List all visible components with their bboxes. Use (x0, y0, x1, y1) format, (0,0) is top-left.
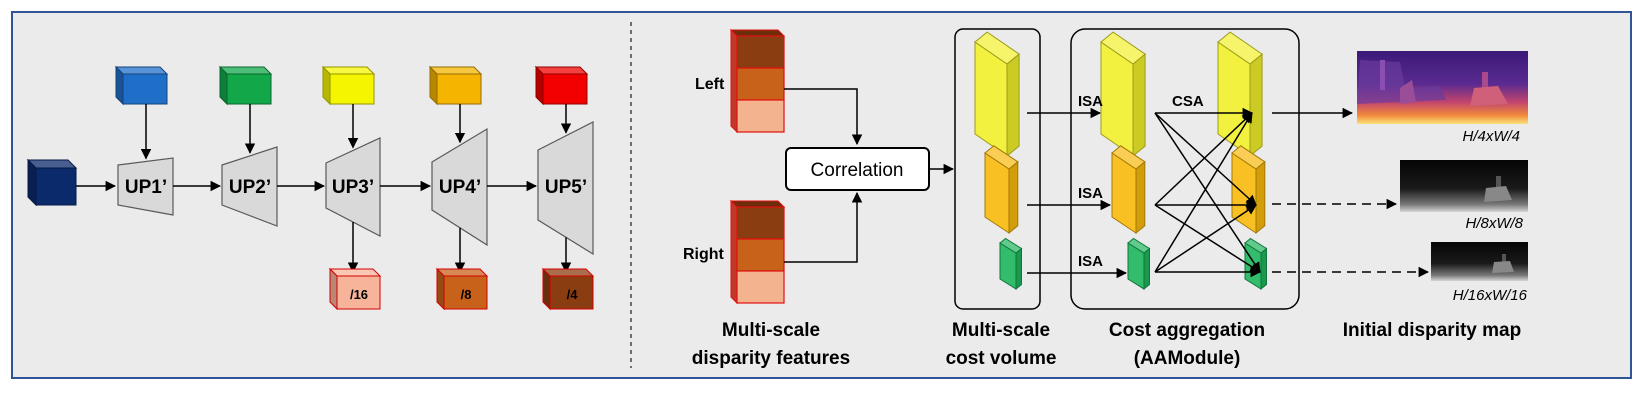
volume-yellow-slab (974, 31, 1020, 158)
skip-feature-cube-1 (114, 65, 169, 106)
left-feature-level-3 (736, 99, 785, 133)
upsample-label-3: UP3’ (332, 177, 374, 198)
right-feature-level-2 (736, 238, 785, 272)
disparity-map-small (1431, 242, 1528, 281)
isa-orange-slab (1111, 145, 1146, 235)
aggregation-box (1070, 28, 1300, 310)
upsample-label-2: UP2’ (229, 177, 271, 198)
cross-arrow-1-2 (1154, 112, 1257, 206)
left-label: Left (695, 76, 725, 93)
cross-scale-arrows (1154, 107, 1262, 278)
cost-volume-caption-line2: cost volume (946, 348, 1057, 369)
right-feature-level-1 (736, 206, 785, 240)
aggregation-caption-line2: (AAModule) (1134, 348, 1241, 369)
isa-green-slab (1127, 237, 1151, 291)
csa-orange (1231, 145, 1266, 235)
cost-volume-yellow (974, 31, 1020, 158)
features-caption-line1: Multi-scale (722, 320, 820, 341)
csa-orange-slab (1231, 145, 1266, 235)
skip-feature-cube-2 (218, 65, 273, 106)
cost-volume-orange (984, 145, 1019, 235)
map-size-large: H/4xW/4 (1462, 128, 1520, 145)
isa-label-top: ISA (1078, 93, 1103, 110)
disparity-caption: Initial disparity map (1343, 320, 1521, 341)
skip-feature-cube-3 (321, 65, 376, 106)
upsample-module-1: UP1’ (117, 157, 174, 216)
skip-feature-cube-4 (428, 65, 483, 106)
volume-green-slab (999, 237, 1023, 291)
cross-arrow-2-3 (1154, 204, 1261, 273)
upsample-module-5: UP5’ (537, 121, 594, 256)
output-cube-1 (328, 267, 382, 311)
left-feature-level-2 (736, 67, 785, 101)
isa-yellow (1100, 31, 1146, 158)
upsample-module-4: UP4’ (431, 127, 488, 247)
right-label: Right (683, 246, 725, 263)
left-feature-stack (729, 28, 786, 134)
right-feature-level-3 (736, 270, 785, 304)
input-cube (26, 158, 78, 207)
isa-label-bottom: ISA (1078, 253, 1103, 270)
isa-green (1127, 237, 1151, 291)
cross-arrow-3-2 (1154, 204, 1257, 273)
left-to-correlation-arrow (784, 88, 863, 146)
csa-label: CSA (1172, 93, 1204, 110)
output-label-3: /4 (567, 287, 579, 302)
cross-arrow-1-3 (1154, 112, 1261, 273)
upsample-module-2: UP2’ (221, 146, 278, 227)
cross-arrow-3-1 (1154, 112, 1253, 273)
upsample-label-5: UP5’ (545, 177, 587, 198)
output-cube-2 (435, 267, 489, 311)
output-cube-3 (541, 267, 595, 311)
aggregation-caption-line1: Cost aggregation (1109, 320, 1265, 341)
upsample-module-3: UP3’ (325, 137, 381, 237)
cost-volume-box (954, 28, 1041, 310)
cross-arrow-2-1 (1154, 112, 1253, 206)
right-to-correlation-arrow (784, 191, 863, 263)
isa-label-mid: ISA (1078, 185, 1103, 202)
csa-yellow-slab (1217, 31, 1263, 158)
disparity-map-medium (1400, 160, 1528, 212)
input-feature-cube (26, 158, 117, 207)
upsample-label-4: UP4’ (439, 177, 481, 198)
csa-yellow (1217, 31, 1263, 158)
output-label-1: /16 (350, 287, 368, 302)
upsample-label-1: UP1’ (125, 177, 167, 198)
output-label-2: /8 (461, 287, 472, 302)
features-caption-line2: disparity features (692, 348, 850, 369)
upsample-chain: UP1’ UP2’ UP3’ UP4’ UP5’ /16/8/4 (114, 65, 595, 311)
map-size-small: H/16xW/16 (1453, 287, 1528, 304)
cost-volume-caption-line1: Multi-scale (952, 320, 1050, 341)
left-feature-level-1 (736, 35, 785, 69)
map-size-medium: H/8xW/8 (1465, 215, 1523, 232)
volume-orange-slab (984, 145, 1019, 235)
disparity-map-large (1357, 51, 1528, 124)
right-feature-stack (729, 199, 786, 305)
isa-orange (1111, 145, 1146, 235)
isa-yellow-slab (1100, 31, 1146, 158)
cost-volume-green (999, 237, 1023, 291)
correlation-label: Correlation (811, 160, 904, 181)
skip-feature-cube-5 (534, 65, 589, 106)
